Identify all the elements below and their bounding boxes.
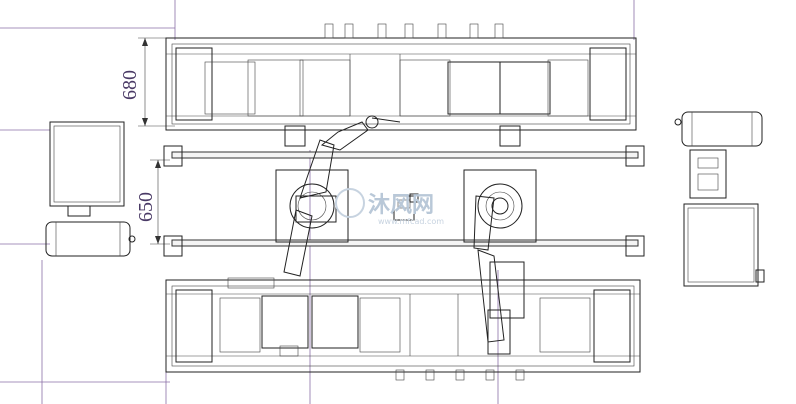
dimension-label-650: 650 [135, 192, 157, 222]
watermark-text: 沐风网 [368, 193, 434, 218]
right-cylinder-tank [674, 111, 763, 147]
lower-fixture-frame [165, 277, 641, 381]
right-robot-arm [473, 195, 525, 355]
watermark-url: www.mfcad.com [378, 217, 444, 226]
left-robot-arm [283, 115, 401, 277]
right-robot-base [463, 169, 537, 243]
dimension-680: 680 [119, 37, 175, 127]
dimension-650: 650 [135, 159, 170, 245]
left-robot-base [275, 169, 349, 243]
watermark: 沐风网 www.mfcad.com [335, 188, 444, 226]
right-control-cabinet [683, 203, 765, 287]
left-control-box [49, 121, 125, 217]
dimension-label-680: 680 [119, 70, 141, 100]
track-rails [163, 145, 645, 257]
center-tool-station [393, 193, 419, 221]
right-valve-box [689, 149, 727, 199]
upper-fixture-frame [165, 23, 637, 147]
left-cylinder-tank [45, 221, 136, 257]
